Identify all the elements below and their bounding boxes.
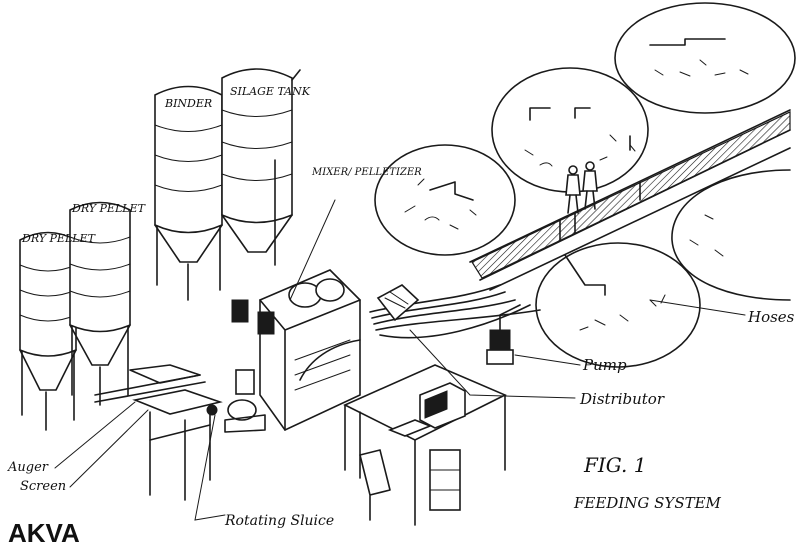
screen-label: Screen xyxy=(20,479,66,494)
mixer-pelletizer-label: MIXER/ PELLETIZER xyxy=(311,167,422,178)
fish-pen-3 xyxy=(614,2,796,114)
figure-caption: FEEDING SYSTEM xyxy=(573,494,722,512)
auger-label: Auger xyxy=(7,460,49,475)
distributor xyxy=(376,284,420,322)
rotating-sluice xyxy=(206,399,266,433)
binder-silo xyxy=(154,85,223,301)
silage-tank xyxy=(221,68,301,266)
fish-pen-5 xyxy=(671,169,791,301)
pump-label: Pump xyxy=(582,356,627,374)
rotating-sluice-label: Rotating Sluice xyxy=(224,513,334,529)
dry-pellet-label-2: DRY PELLET xyxy=(71,202,147,215)
silage-tank-label: SILAGE TANK xyxy=(230,85,311,98)
binder-label: BINDER xyxy=(164,97,212,110)
akva-logo: AKVA xyxy=(8,518,80,548)
auger-conveyor xyxy=(94,364,223,501)
fish-pen-4 xyxy=(535,242,701,368)
dry-pellet-silo-1 xyxy=(19,231,77,431)
walkway xyxy=(469,109,791,291)
feeding-hoses xyxy=(299,284,541,381)
fish-pen-1 xyxy=(374,144,516,256)
figure-title: FIG. 1 xyxy=(583,453,646,477)
control-desk xyxy=(343,364,507,526)
distributor-label: Distributor xyxy=(579,390,665,408)
hoses-label: Hoses xyxy=(747,308,795,326)
pump xyxy=(486,304,521,365)
dry-pellet-silo-2 xyxy=(69,201,131,406)
workers-figures xyxy=(565,161,598,214)
dry-pellet-label-1: DRY PELLET xyxy=(21,232,97,245)
leader-lines xyxy=(54,199,746,521)
mixer-pelletizer xyxy=(231,269,361,432)
